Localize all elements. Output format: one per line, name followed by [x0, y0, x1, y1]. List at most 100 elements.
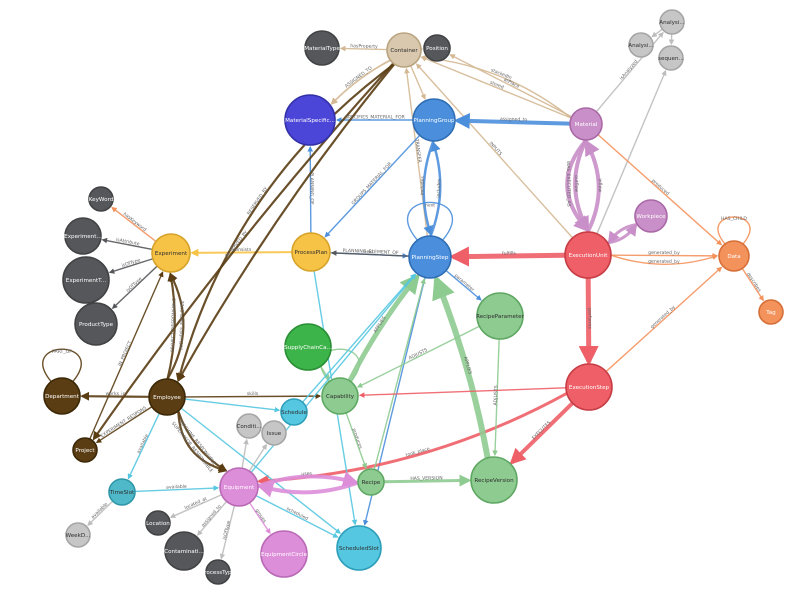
node-executionunit[interactable]: ExecutionUnit — [564, 231, 612, 279]
node-circle[interactable] — [423, 34, 451, 62]
node-circle[interactable] — [408, 235, 452, 279]
node-executionstep[interactable]: ExecutionStep — [565, 363, 613, 411]
node-experiment[interactable]: Experiment — [151, 233, 191, 273]
node-capability[interactable]: Capability — [321, 377, 359, 415]
node-producttype[interactable]: ProductType — [74, 302, 118, 346]
node-label: WeekD... — [66, 533, 91, 539]
node-recipeparameter[interactable]: RecipeParameter — [476, 292, 525, 340]
edge-label: next — [425, 203, 435, 209]
node-circle[interactable] — [151, 233, 191, 273]
node-sequence[interactable]: sequen... — [658, 45, 684, 71]
node-keyword[interactable]: KeyWord — [88, 186, 114, 212]
node-material[interactable]: Material — [569, 107, 603, 141]
node-circle[interactable] — [565, 363, 613, 411]
node-circle[interactable] — [357, 468, 385, 496]
node-circle[interactable] — [304, 30, 340, 66]
edge-planningstep-to-recipeparameter — [445, 269, 482, 301]
node-circle[interactable] — [219, 467, 259, 507]
node-supplychain[interactable]: SupplyChainCa... — [284, 323, 332, 371]
node-container[interactable]: Container — [386, 32, 422, 68]
node-materialtype[interactable]: MaterialType — [304, 30, 340, 66]
edge-label: ADJUSTS — [408, 347, 429, 361]
node-department[interactable]: Department — [43, 377, 81, 415]
node-materialspec[interactable]: MaterialSpecific... — [284, 94, 336, 146]
node-circle[interactable] — [261, 420, 287, 446]
edge-employee-to-scheduledslot — [180, 407, 342, 534]
node-contamination[interactable]: Contaminati... — [164, 531, 204, 571]
node-analysis2[interactable]: Analysi... — [628, 32, 654, 58]
node-circle[interactable] — [336, 525, 382, 571]
node-circle[interactable] — [72, 437, 98, 463]
node-recipeversion[interactable]: RecipeVersion — [470, 456, 518, 504]
node-circle[interactable] — [43, 377, 81, 415]
node-circle[interactable] — [658, 45, 684, 71]
node-circle[interactable] — [284, 323, 332, 371]
node-condition[interactable]: Conditi... — [236, 413, 262, 439]
node-circle[interactable] — [412, 98, 456, 142]
node-weekd[interactable]: WeekD... — [65, 522, 91, 548]
edge-label: ADJUSTS — [493, 385, 500, 405]
node-schedule[interactable]: Schedule — [280, 398, 308, 426]
edge-executionunit-to-data — [610, 254, 719, 265]
node-experimentt[interactable]: ExperimentT... — [62, 256, 110, 304]
node-location[interactable]: Location — [145, 510, 171, 536]
node-circle[interactable] — [62, 256, 110, 304]
node-project[interactable]: Project — [72, 437, 98, 463]
node-processtype[interactable]: ProcessType — [201, 559, 236, 585]
node-circle[interactable] — [628, 32, 654, 58]
node-circle[interactable] — [291, 232, 331, 272]
node-circle[interactable] — [88, 186, 114, 212]
node-circle[interactable] — [280, 398, 308, 426]
node-circle[interactable] — [74, 302, 118, 346]
node-circle[interactable] — [64, 217, 102, 255]
edge-label: isAnalyzed — [619, 59, 640, 82]
node-circle[interactable] — [758, 299, 784, 325]
node-equipment[interactable]: Equipment — [219, 467, 259, 507]
node-analysis1[interactable]: Analysi... — [659, 9, 685, 35]
node-circle[interactable] — [476, 292, 524, 340]
node-issue[interactable]: Issue — [261, 420, 287, 446]
node-circle[interactable] — [205, 559, 231, 585]
node-processplan[interactable]: ProcessPlan — [291, 232, 331, 272]
node-circle[interactable] — [148, 378, 186, 416]
node-label: PlanningStep — [412, 255, 449, 261]
node-circle[interactable] — [164, 531, 204, 571]
edge-label: available — [90, 501, 109, 520]
node-circle[interactable] — [65, 522, 91, 548]
edge-label: assigned_to — [500, 116, 528, 123]
edge-recipe-to-planningstep — [373, 278, 426, 470]
edge-label: APPLIES — [462, 356, 473, 375]
node-circle[interactable] — [659, 9, 685, 35]
node-circle[interactable] — [569, 107, 603, 141]
node-employee[interactable]: Employee — [148, 378, 186, 416]
node-equipmentcircle[interactable]: EquipmentCircle — [260, 530, 308, 578]
edge-label: isOfType — [125, 276, 143, 294]
edge-executionunit-to-workpiece — [607, 223, 638, 245]
node-circle[interactable] — [470, 456, 518, 504]
node-workpiece[interactable]: Workpiece — [634, 199, 668, 233]
node-circle[interactable] — [564, 231, 612, 279]
node-planninggroup[interactable]: PlanningGroup — [412, 98, 456, 142]
edge-material-to-planninggroup — [453, 112, 571, 129]
node-circle[interactable] — [236, 413, 262, 439]
node-circle[interactable] — [321, 377, 359, 415]
node-timeslot[interactable]: TimeSlot — [108, 478, 136, 506]
node-circle[interactable] — [284, 94, 336, 146]
edge-executionstep-to-data — [605, 266, 723, 373]
node-circle[interactable] — [386, 32, 422, 68]
edge-experiment-to-experimentt — [108, 258, 154, 274]
node-circle[interactable] — [634, 199, 668, 233]
node-scheduledslot[interactable]: ScheduledSlot — [336, 525, 382, 571]
node-planningstep[interactable]: PlanningStep — [408, 235, 452, 279]
node-circle[interactable] — [718, 240, 750, 272]
edge-processplan-to-materialspec — [307, 145, 314, 234]
edge-executionstep-to-capability — [358, 387, 567, 398]
node-tag[interactable]: Tag — [758, 299, 784, 325]
node-circle[interactable] — [108, 478, 136, 506]
node-circle[interactable] — [260, 530, 308, 578]
node-recipe[interactable]: Recipe — [357, 468, 385, 496]
node-experimentd[interactable]: Experiment... — [64, 217, 102, 255]
node-circle[interactable] — [145, 510, 171, 536]
node-data[interactable]: Data — [718, 240, 750, 272]
node-position[interactable]: Position — [423, 34, 451, 62]
